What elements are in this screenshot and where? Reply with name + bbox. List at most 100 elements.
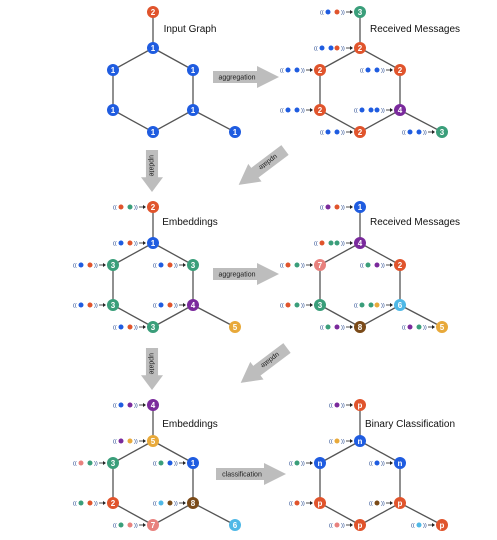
svg-text:((: (( bbox=[113, 523, 117, 529]
svg-text:)): )) bbox=[341, 403, 345, 409]
svg-text:)): )) bbox=[341, 523, 345, 529]
svg-text:)): )) bbox=[134, 241, 138, 247]
graph-node: n bbox=[354, 435, 366, 447]
node-label: 3 bbox=[111, 261, 116, 270]
message-tuple: (()) bbox=[402, 324, 435, 331]
panel-embeddings-1: Embeddings(())(())(())(())(())(())(())21… bbox=[73, 201, 241, 333]
message-dot bbox=[334, 438, 340, 444]
svg-text:((: (( bbox=[289, 461, 293, 467]
panel-title: Embeddings bbox=[162, 419, 218, 430]
node-label: p bbox=[358, 521, 363, 530]
message-tuple: (()) bbox=[153, 302, 186, 309]
graph-edge bbox=[152, 47, 194, 71]
message-dot bbox=[407, 129, 413, 135]
message-dot bbox=[374, 262, 380, 268]
message-dot bbox=[294, 460, 300, 466]
message-tuple: (()) bbox=[113, 522, 146, 529]
svg-text:((: (( bbox=[289, 501, 293, 507]
graph-edge bbox=[359, 440, 401, 464]
svg-text:((: (( bbox=[153, 263, 157, 269]
graph-node: 2 bbox=[147, 6, 159, 18]
svg-text:((: (( bbox=[153, 461, 157, 467]
svg-text:((: (( bbox=[329, 439, 333, 445]
svg-text:((: (( bbox=[354, 108, 358, 114]
message-dot bbox=[285, 67, 291, 73]
node-label: 1 bbox=[151, 44, 156, 53]
graph-node: 1 bbox=[107, 104, 119, 116]
graph-node: 3 bbox=[187, 259, 199, 271]
node-label: p bbox=[398, 499, 403, 508]
graph-edge bbox=[399, 502, 443, 526]
graph-edge bbox=[152, 440, 194, 464]
message-dot bbox=[118, 324, 124, 330]
message-tuple: (()) bbox=[329, 522, 353, 529]
node-label: 6 bbox=[233, 521, 238, 530]
graph-edge bbox=[152, 304, 194, 328]
svg-text:)): )) bbox=[381, 501, 385, 507]
message-dot bbox=[127, 240, 133, 246]
node-label: 2 bbox=[151, 203, 156, 212]
message-dot bbox=[328, 240, 334, 246]
svg-text:((: (( bbox=[360, 263, 364, 269]
message-tuple: (()) bbox=[113, 324, 146, 331]
node-label: 5 bbox=[151, 437, 156, 446]
message-dot bbox=[334, 324, 340, 330]
panel-title: Embeddings bbox=[162, 217, 218, 228]
svg-text:((: (( bbox=[320, 205, 324, 211]
svg-text:((: (( bbox=[73, 501, 77, 507]
svg-text:)): )) bbox=[381, 108, 385, 114]
node-label: 2 bbox=[111, 499, 116, 508]
message-dot bbox=[334, 45, 340, 51]
node-label: 1 bbox=[191, 459, 196, 468]
graph-node: 1 bbox=[187, 64, 199, 76]
graph-edge bbox=[112, 502, 154, 526]
message-dot bbox=[334, 240, 340, 246]
svg-text:((: (( bbox=[320, 10, 324, 16]
graph-node: 2 bbox=[147, 201, 159, 213]
message-tuple: (()) bbox=[280, 67, 313, 74]
message-dot bbox=[285, 302, 291, 308]
message-dot bbox=[87, 500, 93, 506]
node-label: 2 bbox=[358, 44, 363, 53]
graph-node: 2 bbox=[394, 64, 406, 76]
node-label: 4 bbox=[358, 239, 363, 248]
message-tuple: (()) bbox=[402, 129, 435, 136]
message-tuple: (()) bbox=[280, 302, 313, 309]
message-dot bbox=[158, 500, 164, 506]
message-tuple: (()) bbox=[354, 107, 393, 114]
message-dot bbox=[127, 402, 133, 408]
graph-node: 3 bbox=[107, 299, 119, 311]
message-tuple: (()) bbox=[289, 460, 313, 467]
graph-node: 1 bbox=[187, 457, 199, 469]
arrow-label: update bbox=[148, 353, 155, 375]
graph-node: 2 bbox=[314, 64, 326, 76]
message-dot bbox=[294, 500, 300, 506]
svg-text:((: (( bbox=[113, 241, 117, 247]
graph-node: 1 bbox=[229, 126, 241, 138]
message-dot bbox=[285, 262, 291, 268]
svg-text:((: (( bbox=[360, 68, 364, 74]
graph-node: 5 bbox=[229, 321, 241, 333]
node-label: 1 bbox=[191, 106, 196, 115]
message-dot bbox=[319, 45, 325, 51]
graph-edge bbox=[319, 109, 361, 133]
svg-text:)): )) bbox=[301, 263, 305, 269]
graph-edge bbox=[319, 502, 361, 526]
message-dot bbox=[359, 302, 365, 308]
graph-node: n bbox=[314, 457, 326, 469]
message-dot bbox=[118, 438, 124, 444]
node-label: 2 bbox=[318, 106, 323, 115]
svg-text:)): )) bbox=[94, 461, 98, 467]
arrow-label: aggregation bbox=[219, 272, 256, 279]
graph-edge bbox=[152, 242, 194, 266]
update-arrow-diagonal: update bbox=[240, 343, 291, 383]
message-tuple: (()) bbox=[289, 500, 313, 507]
graph-node: 1 bbox=[107, 64, 119, 76]
message-dot bbox=[127, 204, 133, 210]
message-dot bbox=[78, 500, 84, 506]
node-label: p bbox=[318, 499, 323, 508]
svg-text:((: (( bbox=[113, 403, 117, 409]
svg-text:)): )) bbox=[341, 46, 345, 52]
svg-text:)): )) bbox=[381, 461, 385, 467]
